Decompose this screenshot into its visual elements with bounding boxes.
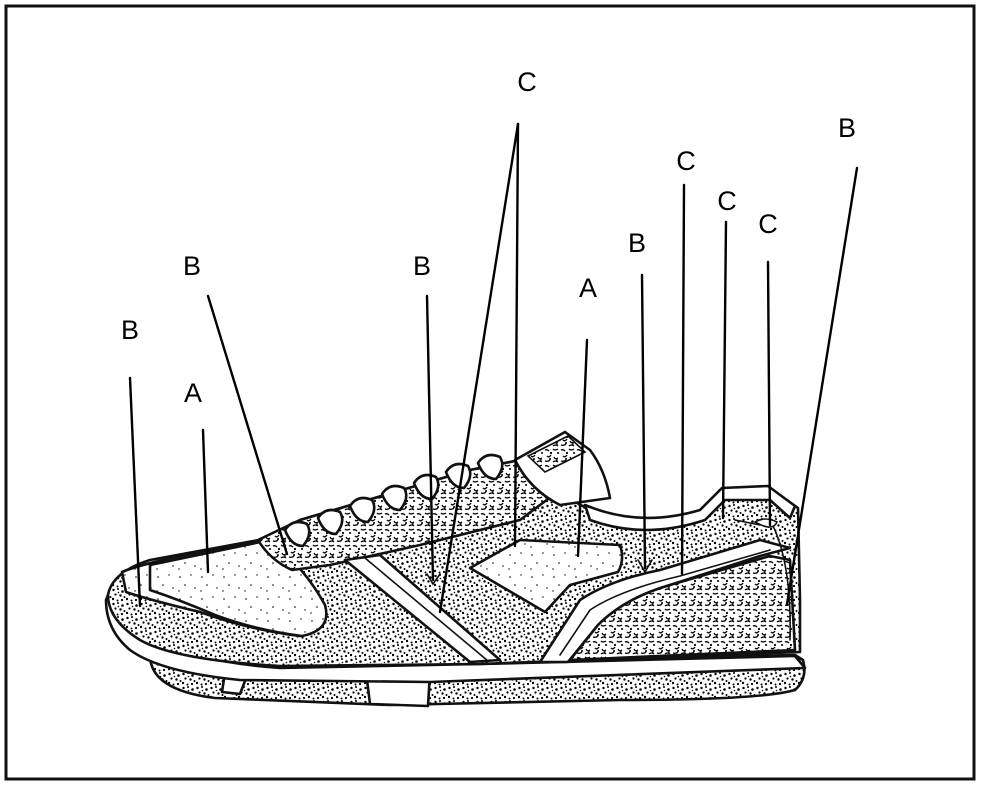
leader-c-upper-2	[513, 122, 520, 548]
leader-lines	[128, 122, 859, 614]
tongue-label	[526, 435, 587, 473]
callout-b-heel: B	[838, 113, 856, 143]
leader-b-midfoot	[425, 294, 435, 582]
callout-c-rear-1: C	[676, 146, 696, 176]
quarter-panel	[468, 538, 624, 614]
collar	[583, 484, 797, 532]
leader-c-rear-1	[680, 183, 686, 576]
shoe-illustration	[104, 430, 807, 708]
arrow-tip	[637, 559, 653, 574]
callout-labels: B A B B C A B C C C B	[121, 67, 856, 408]
midfoot-strip	[343, 553, 502, 664]
callout-b-toe: B	[121, 315, 139, 345]
arrow-tip	[426, 573, 441, 586]
leader-b-toe	[128, 376, 142, 608]
leader-c-upper-1	[438, 122, 520, 614]
callout-c-upper: C	[517, 67, 537, 97]
leader-b-heel	[785, 166, 859, 606]
leader-a-quarter	[576, 338, 589, 558]
figure-frame	[4, 4, 976, 781]
leader-b-eyestay-front	[206, 294, 289, 556]
callout-a-quarter: A	[579, 273, 597, 303]
callout-b-midfoot: B	[413, 251, 431, 281]
callout-b-eyestay-front: B	[183, 251, 201, 281]
laces	[283, 453, 504, 548]
collar-padding	[753, 518, 779, 528]
leader-c-rear-3	[766, 260, 772, 527]
callout-c-rear-2: C	[717, 186, 737, 216]
side-stripe-inner	[559, 549, 771, 656]
heel-counter	[769, 519, 791, 641]
leader-c-rear-2	[721, 220, 728, 520]
leader-a-vamp	[201, 428, 210, 574]
heel-counter	[734, 519, 761, 526]
callout-c-rear-3: C	[758, 209, 778, 239]
callout-b-swoosh: B	[628, 228, 646, 258]
callout-a-vamp: A	[184, 378, 202, 408]
midfoot-strip-inner	[364, 557, 489, 662]
leader-b-swoosh	[640, 273, 647, 570]
